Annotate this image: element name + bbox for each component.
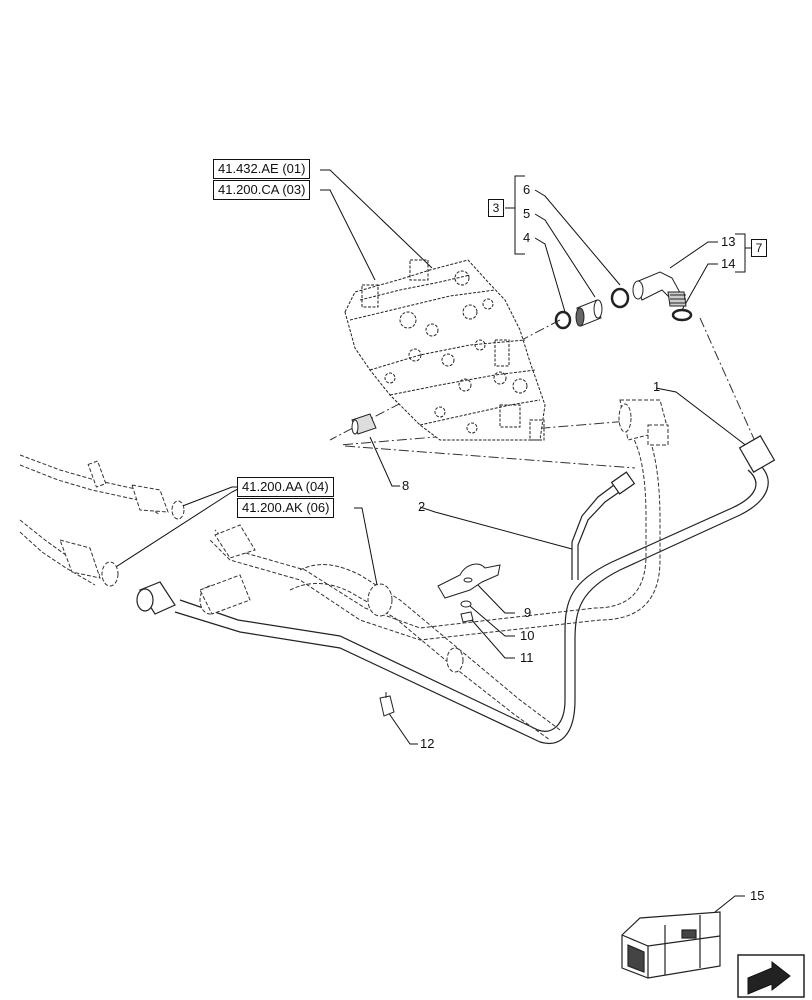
group-3-box[interactable]: 3 bbox=[488, 199, 504, 217]
callout-5[interactable]: 5 bbox=[523, 206, 531, 221]
callout-2[interactable]: 2 bbox=[418, 499, 426, 514]
callout-4[interactable]: 4 bbox=[523, 230, 531, 245]
callout-12[interactable]: 12 bbox=[420, 736, 435, 751]
hose-assembly bbox=[199, 399, 669, 741]
nut-11 bbox=[460, 611, 474, 623]
callout-10[interactable]: 10 bbox=[520, 628, 535, 643]
ref-41-432-ae-01[interactable]: 41.432.AE (01) bbox=[213, 159, 311, 179]
ref-41-200-aa-04[interactable]: 41.200.AA (04) bbox=[237, 477, 334, 497]
washer-10 bbox=[460, 600, 472, 608]
hose-from-41-200-aa bbox=[19, 454, 185, 587]
kit-crate-icon bbox=[621, 911, 721, 979]
elbow-fitting-13 bbox=[632, 271, 687, 307]
pipe-1 bbox=[136, 435, 776, 744]
callout-1[interactable]: 1 bbox=[653, 379, 661, 394]
callout-9[interactable]: 9 bbox=[524, 605, 532, 620]
next-page-arrow-icon bbox=[737, 954, 805, 998]
group-7-box[interactable]: 7 bbox=[751, 239, 767, 257]
leader-lines bbox=[107, 169, 753, 913]
seal-14 bbox=[671, 308, 693, 322]
callout-6[interactable]: 6 bbox=[523, 182, 531, 197]
ref-41-200-ak-06[interactable]: 41.200.AK (06) bbox=[237, 498, 335, 518]
pipe-2 bbox=[571, 471, 636, 580]
callout-14[interactable]: 14 bbox=[721, 256, 736, 271]
control-valve-block bbox=[344, 259, 546, 441]
callout-8[interactable]: 8 bbox=[402, 478, 410, 493]
callout-13[interactable]: 13 bbox=[721, 234, 736, 249]
fitting-group-3 bbox=[554, 287, 630, 330]
adapter-8 bbox=[351, 413, 377, 435]
callout-15[interactable]: 15 bbox=[750, 888, 765, 903]
clamp-9 bbox=[437, 563, 501, 599]
ref-41-200-ca-03[interactable]: 41.200.CA (03) bbox=[213, 180, 311, 200]
callout-11[interactable]: 11 bbox=[520, 650, 534, 665]
fitting-12 bbox=[379, 692, 395, 717]
